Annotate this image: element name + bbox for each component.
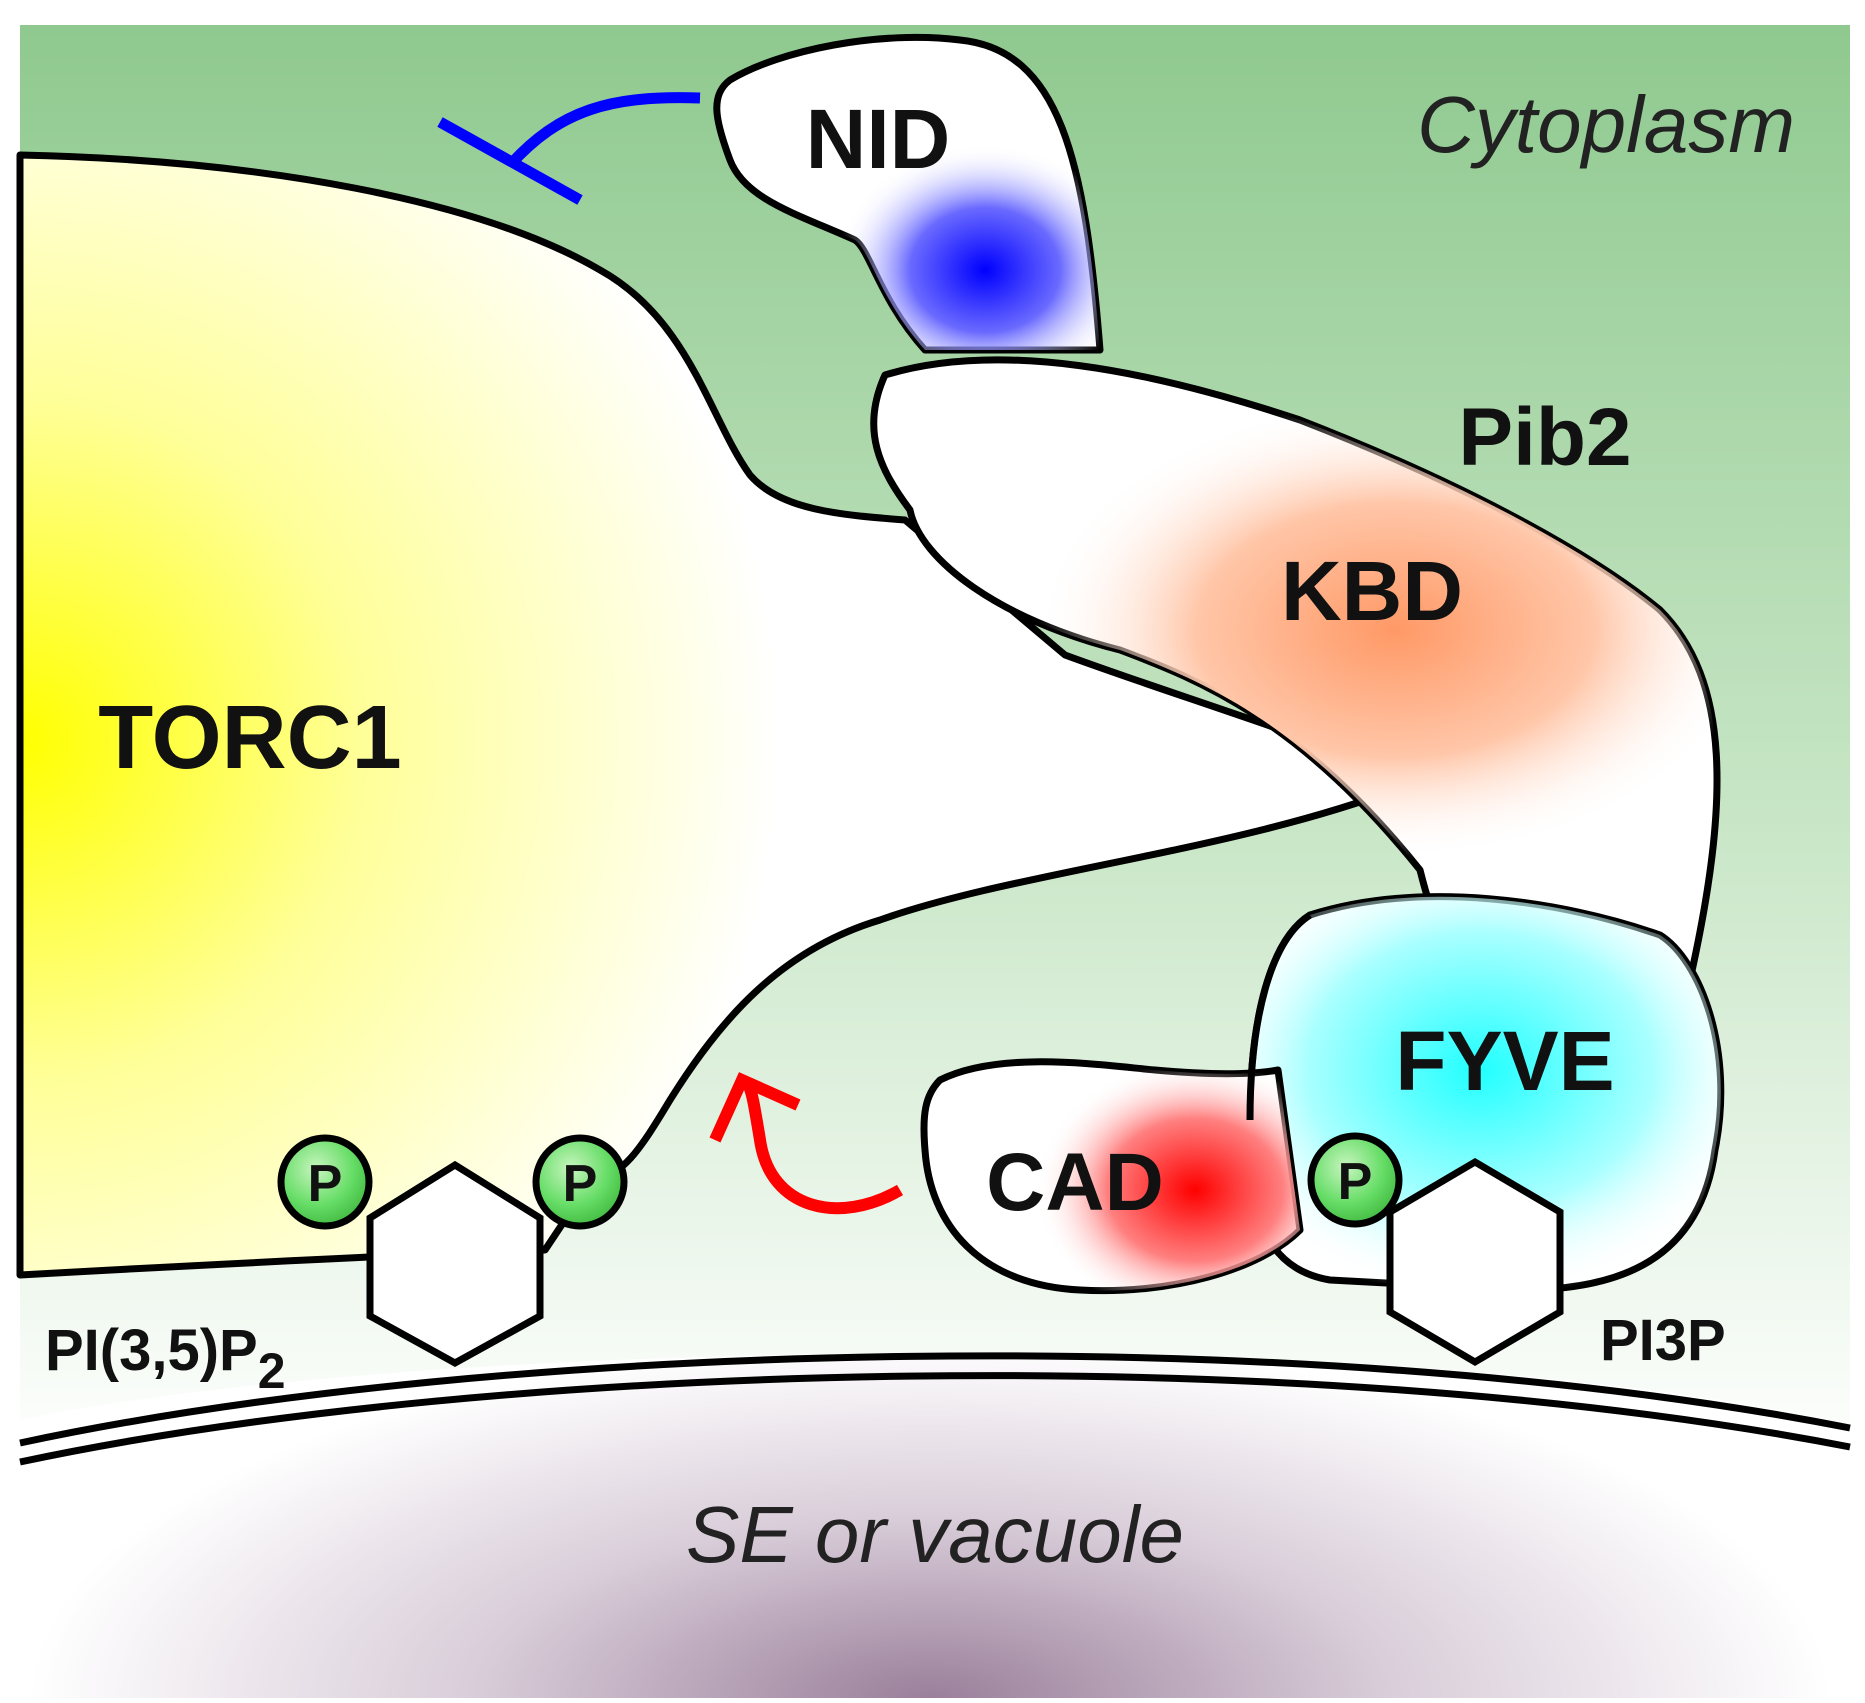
membrane-outer [19,1352,1851,1447]
compartment-label: SE or vacuole [686,1490,1184,1579]
fyve-domain-edge [1246,912,1312,1121]
curved-activation-arrow [709,1072,904,1215]
pi35p2-label-subscript: 2 [258,1343,286,1399]
pi3p-label: PI3P [1600,1308,1726,1373]
membrane-inner [19,1372,1851,1466]
nid-label: NID [806,92,951,186]
kbd-label: KBD [1281,544,1463,638]
fyve-label: FYVE [1395,1014,1614,1108]
phosphate-circle-3 [1307,1132,1403,1228]
hexagon-inositol-ring [366,1160,544,1367]
pi35p2-label-main: PI(3,5)P [45,1318,258,1383]
phosphate-label-3: P [1338,1153,1373,1211]
cytoplasm-label: Cytoplasm [1417,80,1795,169]
phosphate-label-2: P [563,1155,598,1213]
vacuole-region [20,1353,1850,1698]
phosphate-circle-2 [532,1134,628,1230]
phosphate-label-1: P [308,1155,343,1213]
t-bar-inhibition-arrow [437,92,701,205]
torc1-label: TORC1 [98,688,401,788]
phosphate-circle-1 [277,1134,373,1230]
pi35p2-label: PI(3,5)P2 [45,1318,286,1399]
cad-label: CAD [986,1137,1164,1228]
pib2-label: Pib2 [1458,392,1631,483]
